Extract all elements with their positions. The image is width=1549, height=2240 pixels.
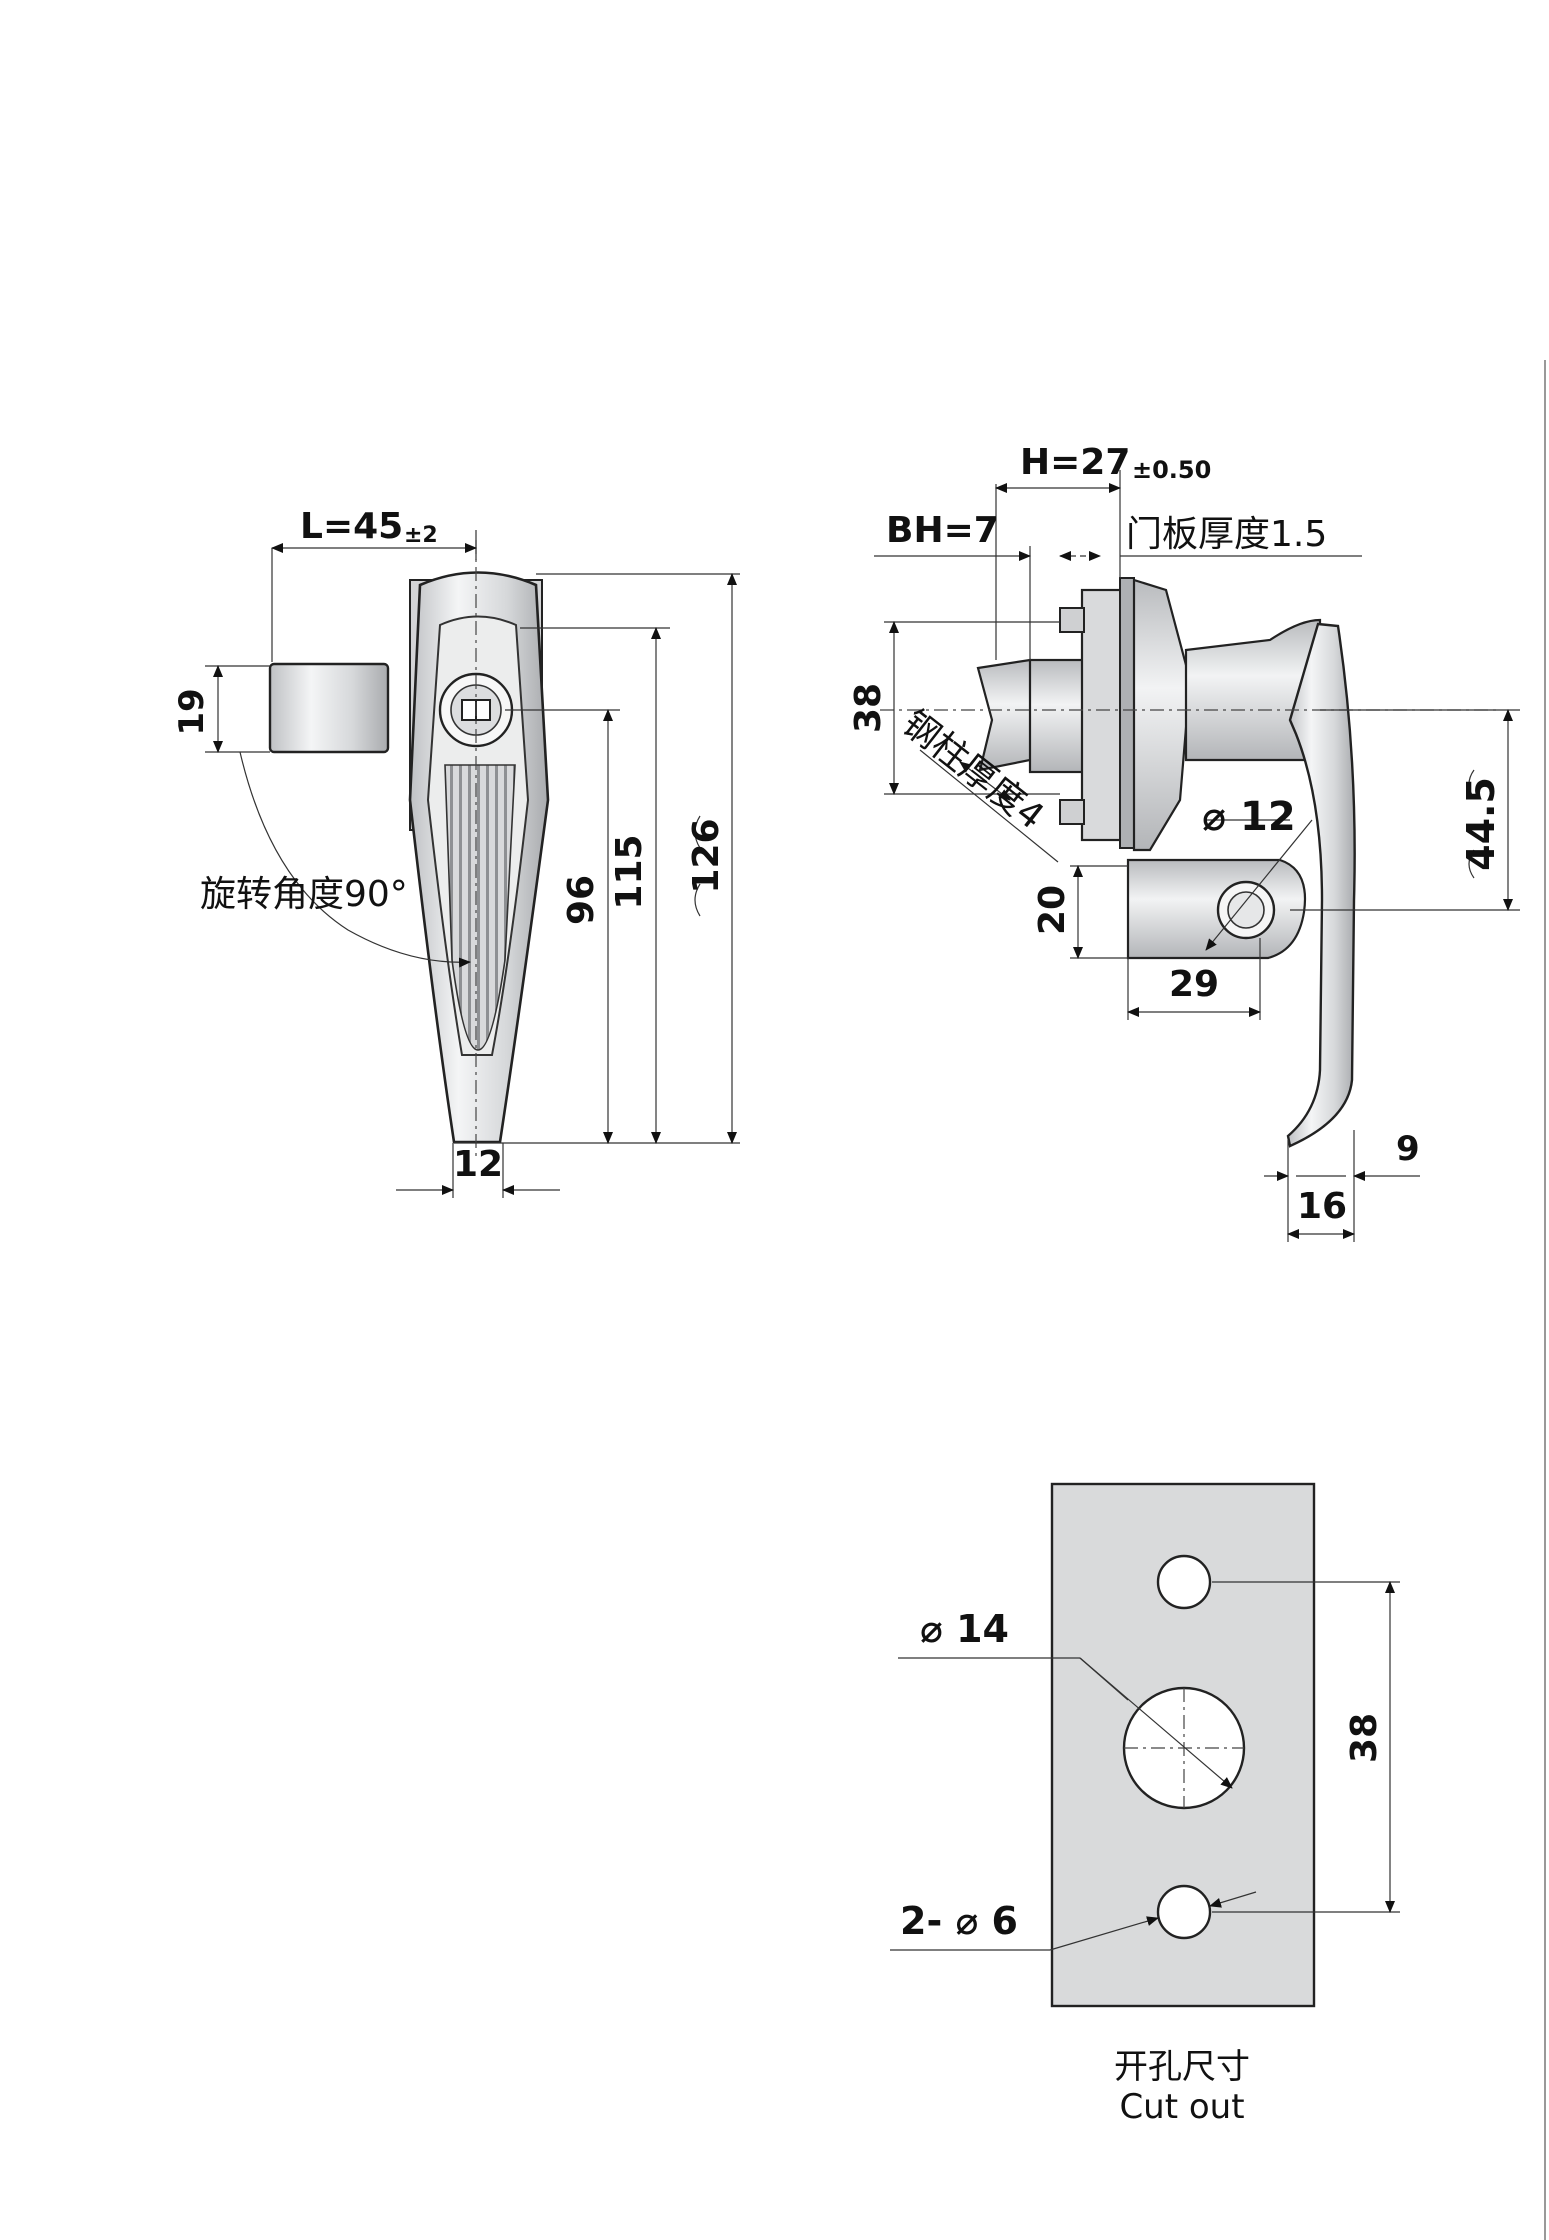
dim-115: 115 bbox=[609, 834, 650, 909]
dim-16: 16 bbox=[1297, 1186, 1347, 1227]
dim-9: 9 bbox=[1396, 1129, 1420, 1169]
cam-tongue bbox=[268, 662, 390, 754]
dim-38-side: 38 bbox=[848, 683, 889, 733]
dim-44-5: 44.5 bbox=[1459, 777, 1503, 871]
dim-length-tolerance: ±2 bbox=[404, 523, 438, 548]
door-panel bbox=[1119, 577, 1135, 849]
lever-handle bbox=[1286, 622, 1356, 1148]
mounting-plate bbox=[1080, 588, 1124, 842]
shaft bbox=[1028, 658, 1088, 774]
dim-126: 126 bbox=[686, 818, 727, 893]
hole-top bbox=[1156, 1554, 1212, 1610]
door-thickness-label: 门板厚度1.5 bbox=[1126, 514, 1327, 555]
dim-phi14: ⌀ 14 bbox=[920, 1607, 1009, 1651]
bolt-top bbox=[1059, 607, 1085, 633]
dim-height-label: H=27 bbox=[1020, 442, 1130, 483]
dim-holes: 2- ⌀ 6 bbox=[900, 1899, 1018, 1943]
cutout-title-en: Cut out bbox=[1119, 2087, 1244, 2127]
dim-length-label: L=45 bbox=[300, 506, 403, 547]
lower-bracket bbox=[1126, 858, 1306, 960]
cutout-title-cn: 开孔尺寸 bbox=[1114, 2047, 1250, 2087]
front-view: L=45 ±2 19 旋转角度90° 96 115 126 12 bbox=[172, 506, 740, 1198]
cutout-view: ⌀ 14 38 2- ⌀ 6 开孔尺寸 Cut out bbox=[890, 1482, 1400, 2127]
rotation-angle-label: 旋转角度90° bbox=[200, 874, 408, 915]
dim-19: 19 bbox=[172, 688, 212, 735]
hole-bottom bbox=[1156, 1884, 1212, 1940]
dim-height-tolerance: ±0.50 bbox=[1132, 456, 1211, 484]
dim-12: 12 bbox=[453, 1144, 503, 1185]
dim-bh-label: BH=7 bbox=[886, 510, 999, 551]
dim-96: 96 bbox=[561, 875, 602, 925]
dim-20: 20 bbox=[1032, 885, 1073, 935]
dim-29: 29 bbox=[1169, 964, 1219, 1005]
escutcheon bbox=[1132, 578, 1192, 852]
side-view: ⌀ 12 H=27 ±0.50 BH=7 门板厚度1.5 38 钢柱厚度4 44… bbox=[848, 442, 1520, 1242]
dim-phi12: ⌀ 12 bbox=[1202, 794, 1296, 840]
ribbed-grip bbox=[444, 764, 516, 1051]
bolt-bottom bbox=[1059, 799, 1085, 825]
rotation-arc bbox=[239, 751, 471, 968]
dim-38-cutout: 38 bbox=[1344, 1713, 1385, 1763]
